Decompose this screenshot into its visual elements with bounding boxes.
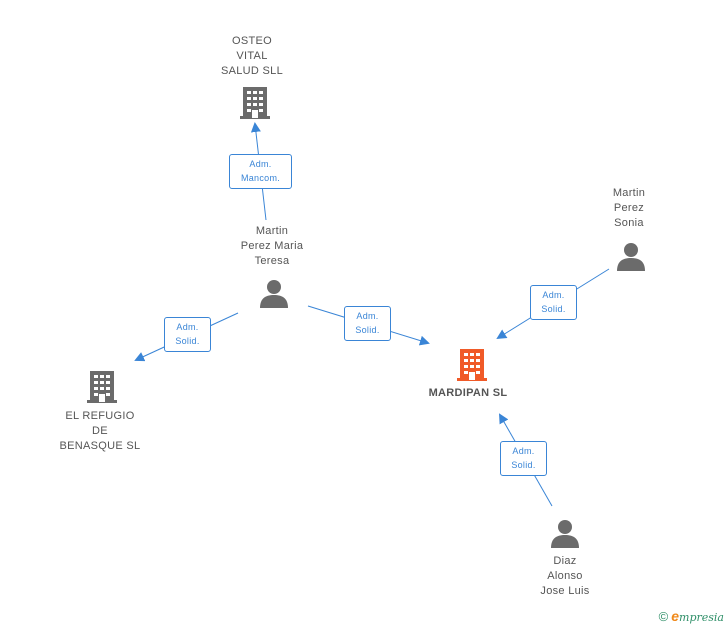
person-icon[interactable]	[616, 241, 646, 271]
person-icon[interactable]	[259, 278, 289, 308]
building-icon[interactable]	[239, 85, 271, 119]
brand-initial: e	[671, 608, 680, 624]
edge-label-sonia-mardipan: Adm. Solid.	[530, 285, 577, 320]
edge-label-teresa-osteo: Adm. Mancom.	[229, 154, 292, 189]
node-label-martin-sonia[interactable]: Martin Perez Sonia	[612, 187, 646, 229]
node-label-diaz[interactable]: Diaz Alonso Jose Luis	[540, 555, 590, 597]
node-label-martin-teresa[interactable]: Martin Perez Maria Teresa	[240, 225, 304, 267]
copyright-symbol: ©	[658, 608, 669, 624]
building-icon[interactable]	[86, 369, 118, 403]
edge-label-teresa-mardipan: Adm. Solid.	[344, 306, 391, 341]
brand-logo: empresia	[671, 608, 724, 624]
brand-name: mpresia	[679, 611, 724, 624]
edge-label-teresa-refugio: Adm. Solid.	[164, 317, 211, 352]
person-icon[interactable]	[550, 518, 580, 548]
node-label-mardipan[interactable]: MARDIPAN SL	[428, 387, 508, 399]
footer-brand[interactable]: © empresia	[659, 608, 724, 624]
building-icon[interactable]	[456, 347, 488, 381]
node-label-refugio[interactable]: EL REFUGIO DE BENASQUE SL	[59, 410, 141, 452]
node-label-osteo[interactable]: OSTEO VITAL SALUD SLL	[220, 35, 283, 77]
edge-label-diaz-mardipan: Adm. Solid.	[500, 441, 547, 476]
